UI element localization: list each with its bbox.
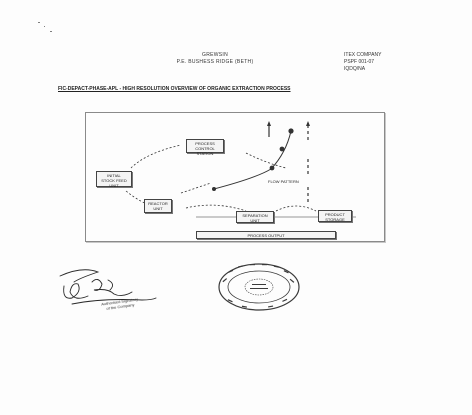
curve-label: FLOW PATTERN xyxy=(268,179,299,184)
handwritten-signature xyxy=(59,269,157,305)
box-top: PROCESS CONTROL STATION xyxy=(186,139,224,156)
header-right: ITEX COMPANY PSPF 001-07 IQDQ/NA xyxy=(344,52,404,73)
box-middle: REACTOR UNIT xyxy=(144,199,172,213)
diagram-connectors xyxy=(125,121,356,218)
company-seal-stamp xyxy=(218,263,300,311)
scan-speck xyxy=(50,31,52,32)
header-center-line1: GREWSIN xyxy=(202,52,228,58)
flow-arrow xyxy=(245,152,287,169)
document-title: FIC-DEPACT-PHASE-APL - HIGH RESOLUTION O… xyxy=(58,86,291,92)
header-center: GREWSIN P.E. BUSHESS RIDGE (BETH) xyxy=(150,52,280,66)
process-diagram: PROCESS CONTROL STATION INITIAL STOCK FE… xyxy=(85,112,385,242)
flow-node xyxy=(279,146,285,152)
header-right-line2: PSPF 001-07 xyxy=(344,59,375,65)
scan-speck xyxy=(44,26,45,27)
flow-arrow xyxy=(130,144,182,169)
flow-arrow xyxy=(180,182,212,194)
arrow-head xyxy=(267,121,271,126)
flow-node xyxy=(269,165,275,171)
flow-arrow xyxy=(125,190,152,206)
flow-arrow xyxy=(275,205,317,212)
header-center-line2: P.E. BUSHESS RIDGE (BETH) xyxy=(176,59,254,65)
flow-arrow xyxy=(185,204,247,212)
header-right-line3: IQDQ/NA xyxy=(344,66,366,72)
header-right-line1: ITEX COMPANY xyxy=(344,52,382,58)
scan-speck xyxy=(38,22,40,23)
box-bottom-center: SEPARATION UNIT xyxy=(236,211,274,223)
flow-node xyxy=(212,187,216,191)
arrow-head xyxy=(306,121,310,126)
box-bottom-right: PRODUCT STORAGE xyxy=(318,210,352,222)
box-left: INITIAL STOCK FEED UNIT xyxy=(96,171,132,188)
box-footer: PROCESS OUTPUT xyxy=(196,231,336,239)
flow-node xyxy=(288,128,294,134)
